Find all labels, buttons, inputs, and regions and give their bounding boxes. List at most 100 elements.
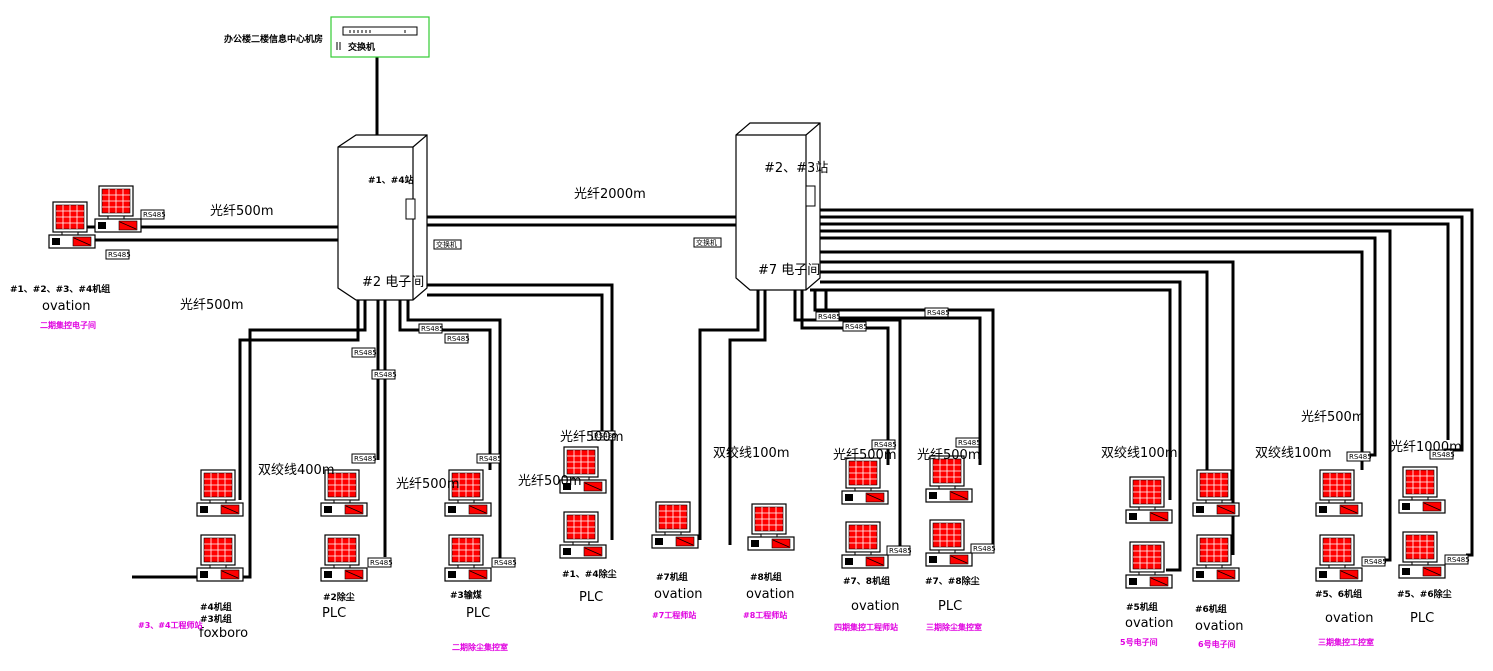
svg-text:RS485: RS485 bbox=[1447, 556, 1470, 564]
link-fiber-2000: 光纤2000m bbox=[574, 187, 646, 202]
svg-text:RS485: RS485 bbox=[370, 559, 393, 567]
link-fiber-500-plc: 光纤500m bbox=[560, 430, 623, 445]
network-cable bbox=[406, 300, 502, 560]
switch-label: 交换机 bbox=[348, 41, 375, 53]
link-fiber-500-plc2: 光纤500m bbox=[518, 474, 581, 489]
network-cable bbox=[820, 250, 1364, 470]
rs485-tag: RS485 bbox=[1444, 554, 1470, 565]
station-label: PLC bbox=[579, 590, 603, 605]
network-cable bbox=[820, 222, 1450, 440]
svg-text:RS485: RS485 bbox=[447, 335, 470, 343]
network-cable bbox=[398, 300, 492, 470]
station-site: 二期集控电子间 bbox=[40, 320, 96, 330]
network-cable bbox=[820, 270, 1209, 470]
cabinet-left-top-label: #1、#4站 bbox=[368, 174, 414, 186]
link-fiber-500-mid: 光纤500m bbox=[396, 477, 459, 492]
station-label: #7、#8除尘 bbox=[925, 575, 980, 587]
cabinet-right-top-label: #2、#3站 bbox=[764, 161, 828, 176]
station-label: ovation bbox=[851, 599, 900, 614]
svg-text:RS485: RS485 bbox=[354, 455, 377, 463]
station-label: ovation bbox=[654, 587, 703, 602]
svg-text:交换机: 交换机 bbox=[696, 238, 717, 247]
station-site: 三期集控工控室 bbox=[1318, 637, 1374, 647]
station-label: ovation bbox=[1195, 619, 1244, 634]
link-fiber-500-78a: 光纤500m bbox=[833, 448, 896, 463]
svg-text:RS485: RS485 bbox=[889, 547, 912, 555]
station-label: #4机组 bbox=[200, 601, 232, 613]
cabinet-right-bottom-label: #7 电子间 bbox=[758, 263, 820, 278]
network-cable bbox=[820, 229, 1392, 562]
station-label: #2除尘 bbox=[323, 591, 355, 603]
station-label: ovation bbox=[1125, 616, 1174, 631]
switch-tag: 交换机 bbox=[693, 237, 722, 248]
pc-78unit-a bbox=[841, 457, 889, 505]
station-label: PLC bbox=[938, 599, 962, 614]
svg-text:RS485: RS485 bbox=[594, 432, 617, 440]
station-label: PLC bbox=[1410, 611, 1434, 626]
pc-56unit-b bbox=[1315, 534, 1363, 582]
svg-text:RS485: RS485 bbox=[1364, 558, 1387, 566]
network-cable bbox=[820, 236, 1377, 457]
pc-14dust-b bbox=[559, 511, 607, 559]
pc-3coal-b bbox=[444, 534, 492, 582]
station-site: #8工程师站 bbox=[743, 610, 787, 620]
cabinet-left-bottom-label: #2 电子间 bbox=[362, 275, 424, 290]
pc-2dust-b bbox=[320, 534, 368, 582]
network-cable bbox=[238, 300, 360, 500]
station-label: #1、#4除尘 bbox=[562, 568, 617, 580]
rs485-tag: RS485 bbox=[815, 311, 841, 322]
svg-text:RS485: RS485 bbox=[374, 371, 397, 379]
station-label: #8机组 bbox=[750, 571, 782, 583]
rs485-tag: RS485 bbox=[476, 453, 502, 464]
link-fiber-500-left: 光纤500m bbox=[180, 298, 243, 313]
station-label: ovation bbox=[42, 299, 91, 314]
station-label: #6机组 bbox=[1195, 603, 1227, 615]
rs485-tag: RS485 bbox=[871, 439, 897, 450]
svg-text:RS485: RS485 bbox=[1432, 451, 1455, 459]
svg-text:交换机: 交换机 bbox=[436, 240, 457, 249]
rs485-tag: RS485 bbox=[140, 209, 166, 220]
rs485-tag: RS485 bbox=[1429, 449, 1455, 460]
station-label: #5、6机组 bbox=[1315, 588, 1362, 600]
pc-78dust-b bbox=[925, 519, 973, 567]
svg-text:RS485: RS485 bbox=[874, 441, 897, 449]
svg-text:RS485: RS485 bbox=[421, 325, 444, 333]
pc-5unit-a bbox=[1125, 476, 1173, 524]
svg-text:RS485: RS485 bbox=[958, 439, 981, 447]
pc-1234-b bbox=[94, 185, 142, 233]
station-site: 四期集控工程师站 bbox=[834, 622, 898, 632]
pc-56dust-a bbox=[1398, 466, 1446, 514]
station-label: #5机组 bbox=[1126, 601, 1158, 613]
pc-56dust-b bbox=[1398, 531, 1446, 579]
station-site: 三期除尘集控室 bbox=[926, 622, 982, 632]
station-label: ovation bbox=[746, 587, 795, 602]
network-cable bbox=[824, 290, 982, 465]
station-label: #3输煤 bbox=[450, 589, 482, 601]
network-cable bbox=[793, 290, 902, 550]
pc-foxboro-b bbox=[196, 534, 244, 582]
rs485-tag: RS485 bbox=[105, 249, 131, 260]
pc-56unit-a bbox=[1315, 469, 1363, 517]
svg-text:RS485: RS485 bbox=[479, 455, 502, 463]
rs485-tag: RS485 bbox=[418, 323, 444, 334]
rs485-tags: RS485 RS485 交换机 交换机 RS485 RS485 RS485 RS… bbox=[105, 209, 1470, 568]
cabinet-left: #1、#4站 #2 电子间 bbox=[337, 134, 428, 301]
station-label: #7机组 bbox=[656, 571, 688, 583]
station-label: #1、#2、#3、#4机组 bbox=[10, 283, 110, 295]
station-labels: #1、#2、#3、#4机组 ovation 二期集控电子间 #4机组 #3机组 … bbox=[10, 283, 1452, 652]
station-label: #5、#6除尘 bbox=[1397, 588, 1452, 600]
rs485-tag: RS485 bbox=[367, 557, 393, 568]
cabinet-right: #2、#3站 #7 电子间 bbox=[735, 122, 828, 291]
pc-78unit-b bbox=[841, 521, 889, 569]
svg-text:RS485: RS485 bbox=[973, 545, 996, 553]
rs485-tag: RS485 bbox=[491, 557, 517, 568]
rs485-tag: RS485 bbox=[970, 543, 996, 554]
svg-text:RS485: RS485 bbox=[818, 313, 841, 321]
svg-text:RS485: RS485 bbox=[354, 349, 377, 357]
link-twisted-100-b: 双绞线100m bbox=[1101, 445, 1177, 461]
network-cable bbox=[427, 283, 614, 540]
network-cable bbox=[427, 293, 604, 440]
svg-text:RS485: RS485 bbox=[108, 251, 131, 259]
network-cable bbox=[238, 300, 367, 579]
